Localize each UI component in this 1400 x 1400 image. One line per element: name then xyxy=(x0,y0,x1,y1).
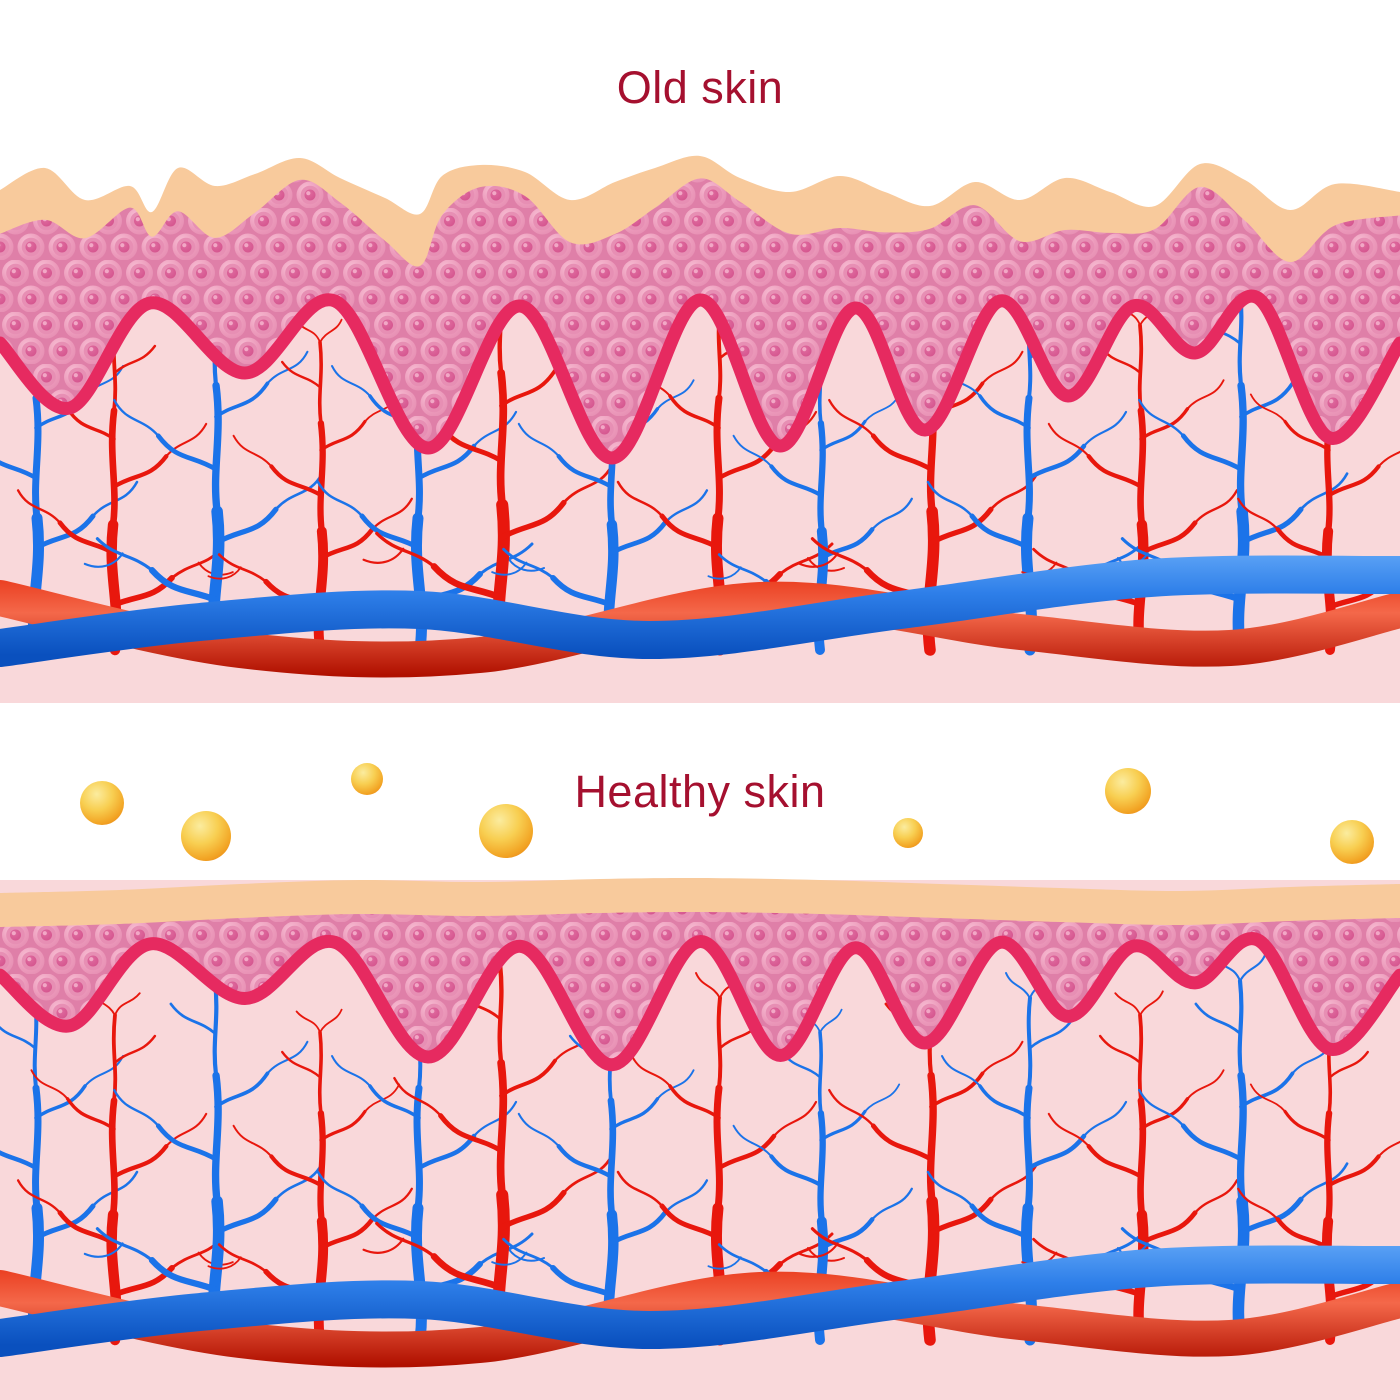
epidermis-cell-layer xyxy=(0,903,1400,1065)
stratum-corneum-layer xyxy=(0,155,1400,267)
deep-artery-vessel xyxy=(0,580,1400,678)
deep-vein-vessel xyxy=(0,555,1400,667)
nutrient-droplets-layer xyxy=(80,763,1374,864)
oil-droplet xyxy=(1330,820,1374,864)
deep-artery-vessel xyxy=(0,1270,1400,1368)
capillary-tree-blue xyxy=(491,990,709,1346)
healthy-skin-diagram xyxy=(0,877,1400,1400)
oil-droplet xyxy=(80,781,124,825)
old-skin-label: Old skin xyxy=(616,62,784,113)
old-skin-diagram xyxy=(0,155,1400,703)
basement-membrane-line xyxy=(0,932,1400,1072)
oil-droplet xyxy=(351,763,383,795)
basement-membrane-line xyxy=(0,289,1400,465)
oil-droplet xyxy=(181,811,231,861)
stratum-corneum-layer xyxy=(0,877,1400,927)
epidermis-cell-layer xyxy=(0,170,1400,459)
oil-droplet xyxy=(1105,768,1151,814)
healthy-skin-label: Healthy skin xyxy=(574,766,826,817)
oil-droplet xyxy=(479,804,533,858)
oil-droplet xyxy=(893,818,923,848)
deep-vein-vessel xyxy=(0,1245,1400,1357)
